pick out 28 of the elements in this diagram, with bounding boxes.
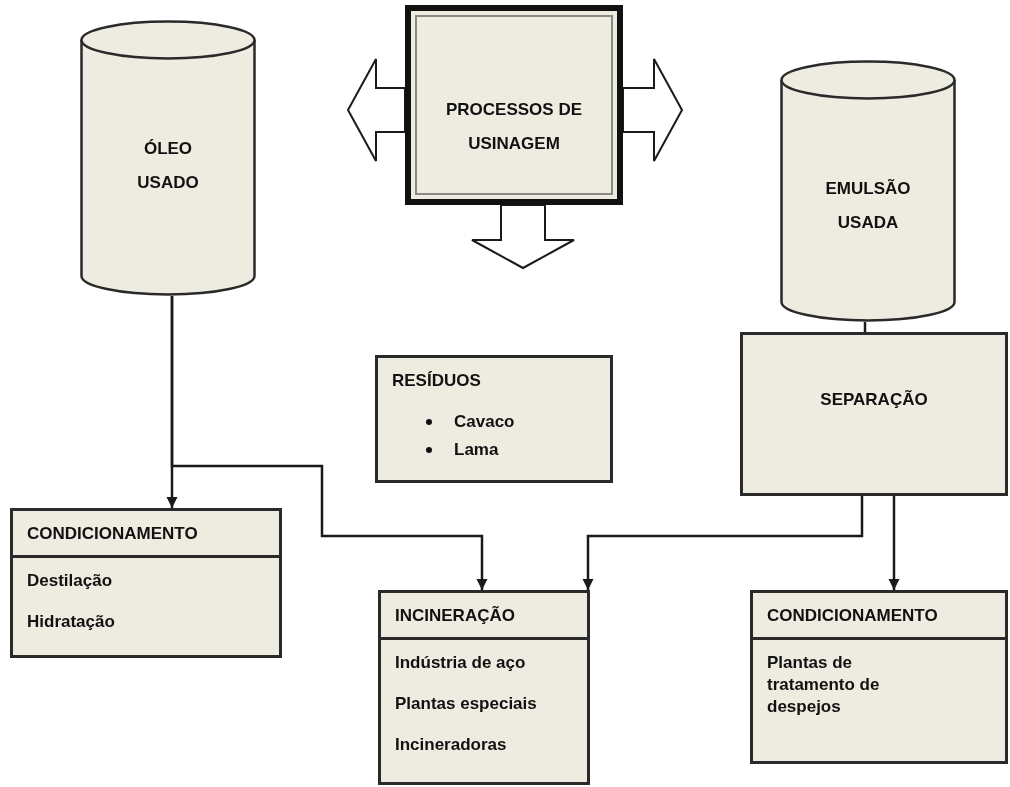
list-box [375, 355, 613, 483]
block-arrow [471, 204, 575, 270]
table-box [378, 590, 590, 785]
bullet-item: Lama [454, 439, 499, 461]
list-item: Plantas de tratamento de despejos [766, 652, 881, 718]
node-label: SEPARAÇÃO [819, 389, 929, 411]
box-heading: CONDICIONAMENTO [13, 511, 279, 558]
list-item: Incineradoras [394, 734, 508, 756]
node-label: PROCESSOS DE USINAGEM [444, 99, 583, 155]
box-heading: CONDICIONAMENTO [753, 593, 1005, 640]
process-box [740, 332, 1008, 496]
arrow [888, 496, 900, 590]
table-box [750, 590, 1008, 764]
node-label: ÓLEO USADO [136, 138, 200, 194]
node-label: EMULSÃO USADA [824, 178, 912, 234]
arrow [582, 496, 864, 590]
block-arrow [346, 58, 406, 162]
list-item: Indústria de aço [394, 652, 527, 674]
list-item: Hidratação [26, 611, 116, 633]
block-arrow [622, 58, 684, 162]
box-heading: INCINERAÇÃO [381, 593, 587, 640]
box-heading: RESÍDUOS [391, 370, 482, 392]
list-item: Plantas especiais [394, 693, 538, 715]
list-item: Destilação [26, 570, 114, 592]
arrow [170, 296, 488, 590]
bullet-item: Cavaco [454, 411, 515, 433]
table-box [10, 508, 282, 658]
process-box [405, 5, 623, 205]
